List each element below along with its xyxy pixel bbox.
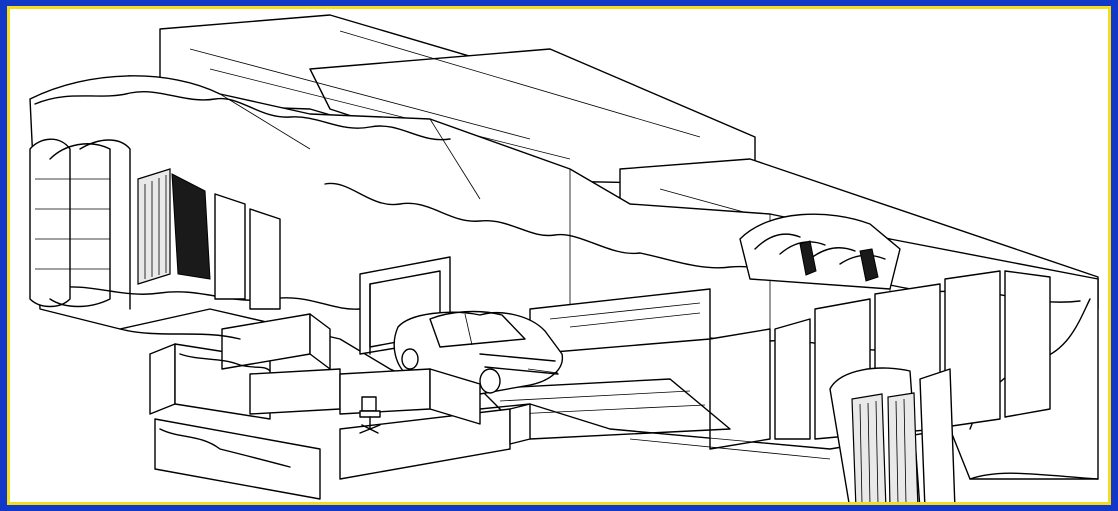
wind-tunnel-cutaway-illustration: [29, 14, 1099, 502]
contraction-cone: [29, 138, 131, 310]
control-room: [149, 313, 511, 500]
turning-vanes: [739, 213, 901, 290]
honeycomb-screens: [137, 168, 281, 310]
foundation-walls: [119, 328, 1099, 480]
operator-chair: [359, 396, 381, 434]
illustration-panel: [7, 6, 1111, 505]
